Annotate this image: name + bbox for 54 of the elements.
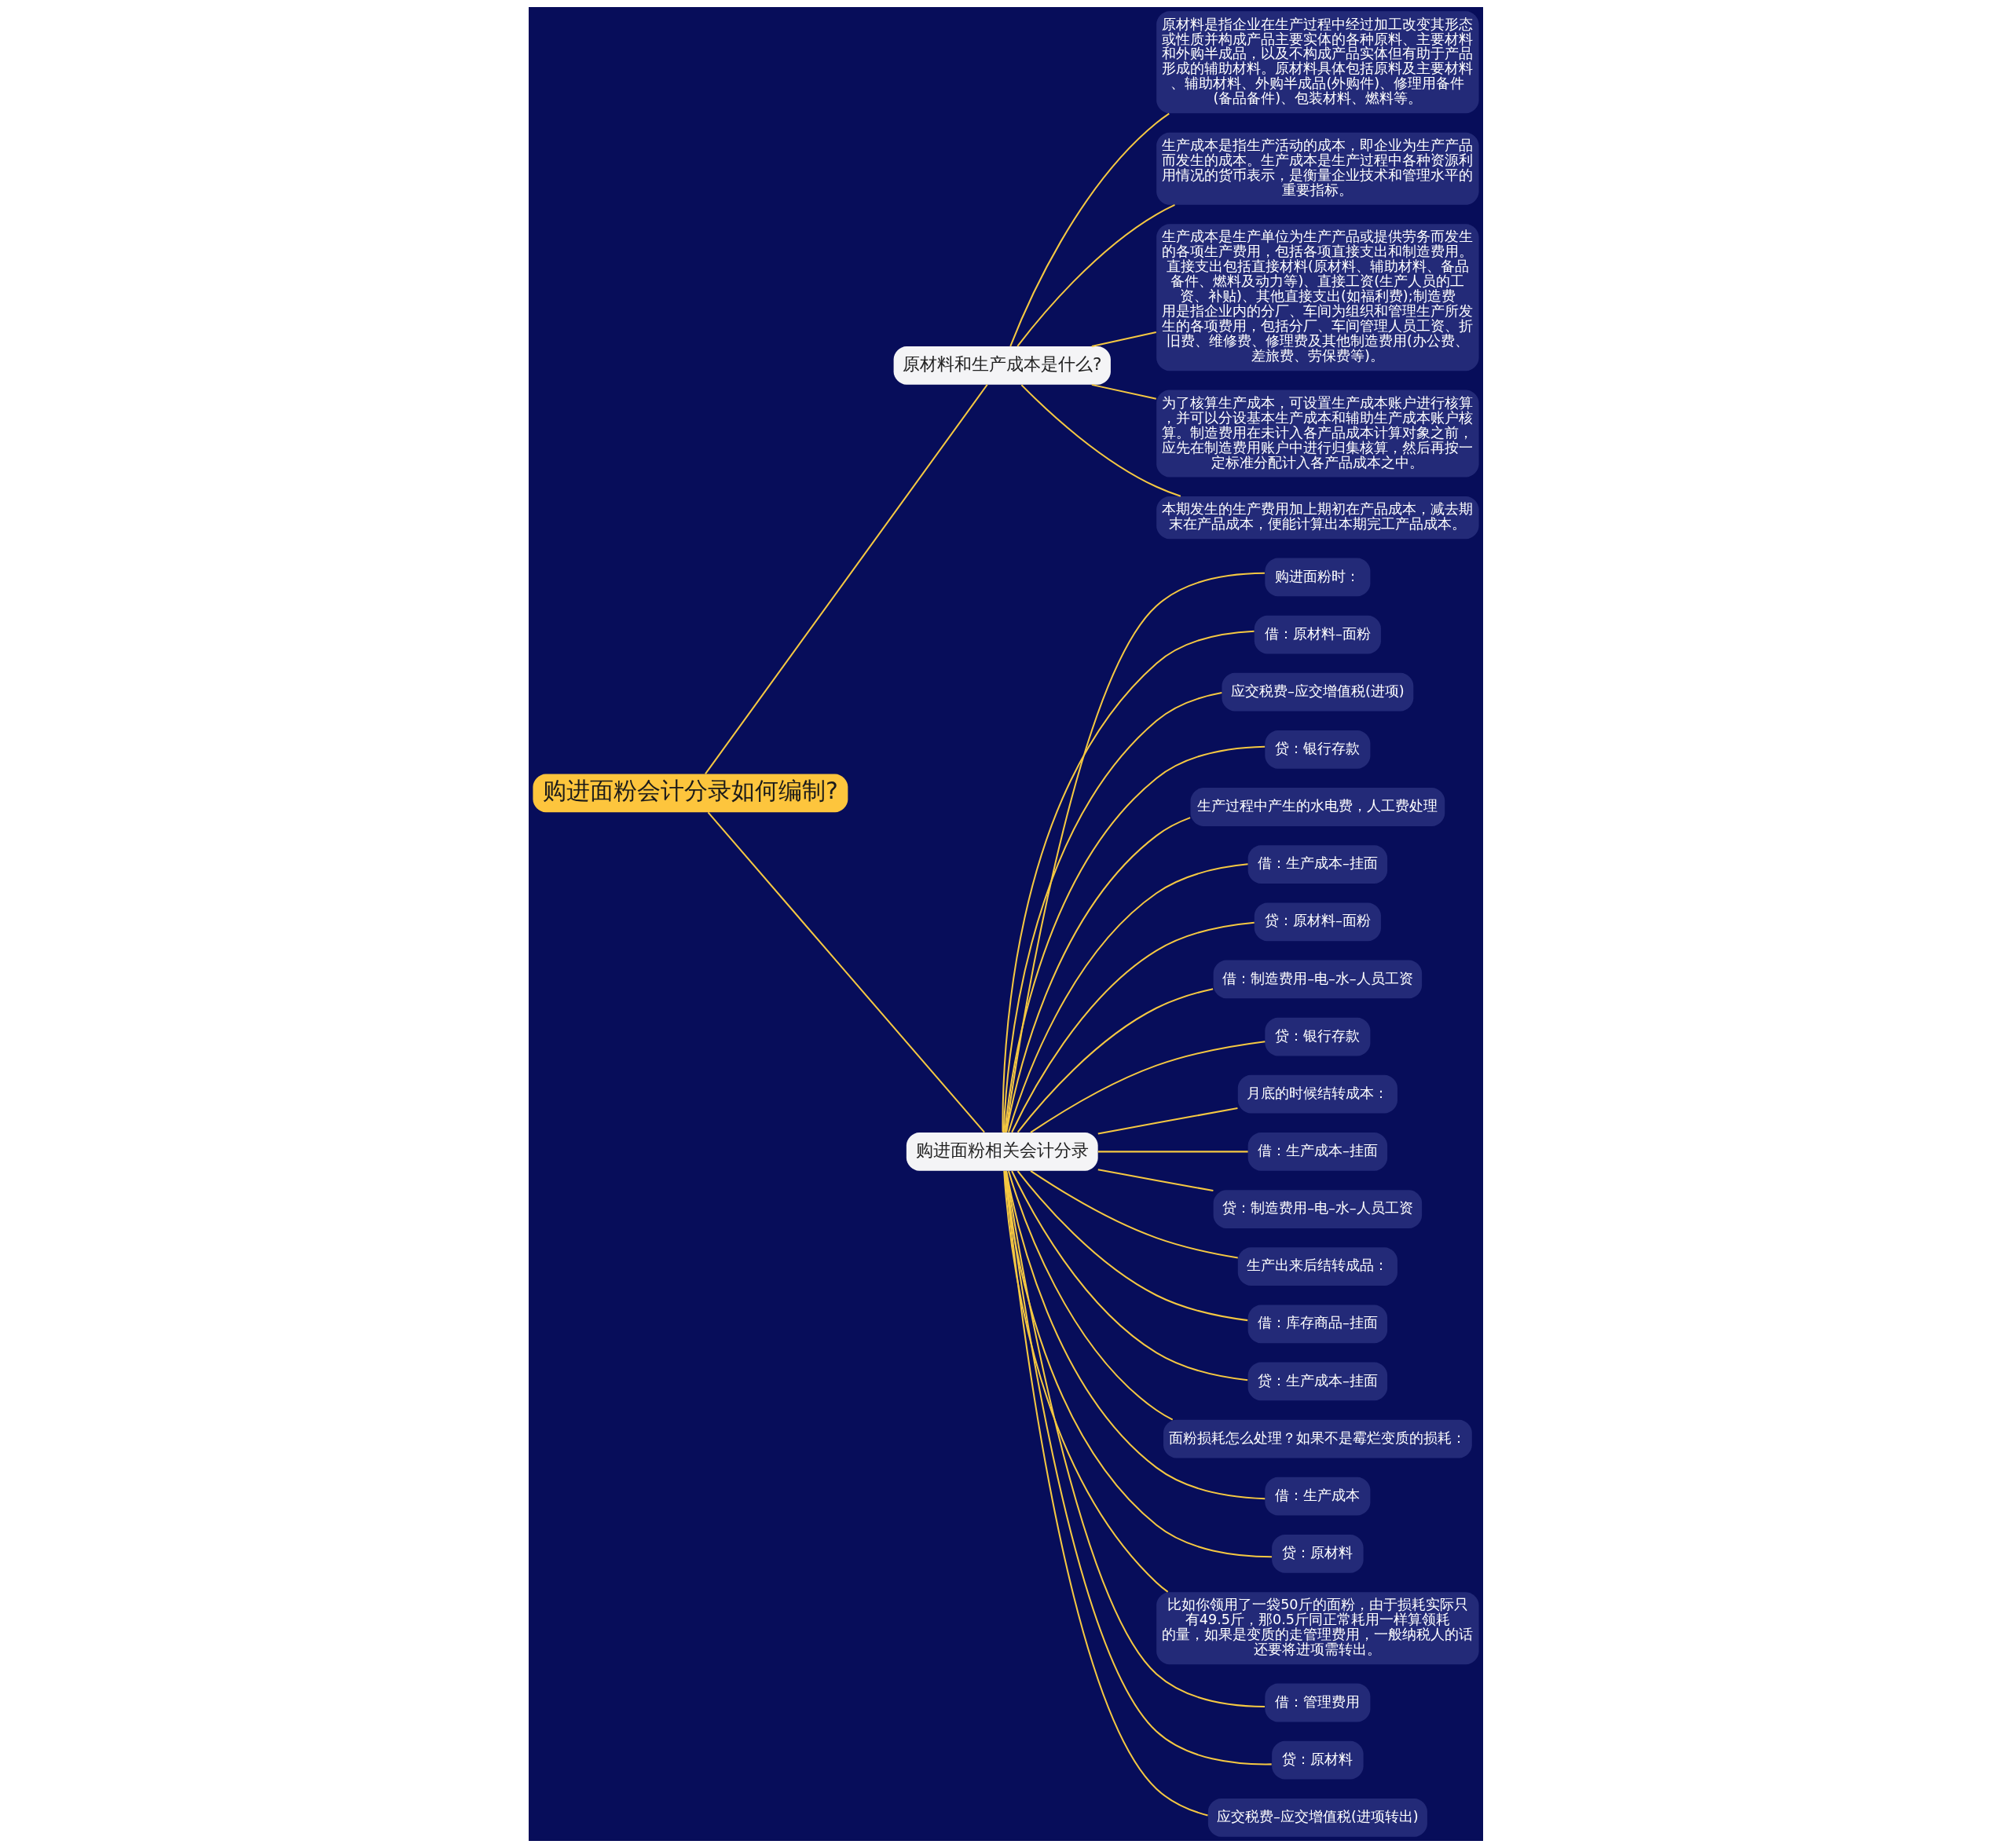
node-box: 应交税费–应交增值税(进项转出)	[1207, 1798, 1427, 1837]
node-box: 面粉损耗怎么处理？如果不是霉烂变质的损耗：	[1163, 1419, 1472, 1458]
connector	[1005, 817, 1190, 1133]
node-box: 贷：原材料	[1271, 1535, 1364, 1573]
node-box: 购进面粉相关会计分录	[906, 1133, 1098, 1171]
connector	[1091, 383, 1156, 400]
node-box: 贷：原材料	[1271, 1740, 1364, 1780]
node-box: 生产成本是指生产活动的成本，即企业为生产产品而发生的成本。生产成本是生产过程中各种资源利用情况的货币表示，是衡量企业技术和管理水平的重要指标。	[1156, 132, 1479, 205]
connector	[1007, 1170, 1173, 1421]
connector	[1007, 863, 1248, 1133]
connector	[1010, 1170, 1247, 1381]
connector	[1002, 692, 1222, 1133]
node-box: 借：制造费用–电–水–人员工资	[1213, 960, 1422, 999]
node-box: 借：生产成本–挂面	[1247, 845, 1387, 884]
connector	[1097, 1169, 1214, 1192]
node-box: 比如你领用了一袋50斤的面粉，由于损耗实际只有49.5斤，那0.5斤同正常耗用一样算领耗的量，如果是变质的走管理费用，一般纳税人的话还要将进项需转出。	[1156, 1592, 1479, 1665]
node-box: 借：生产成本–挂面	[1247, 1133, 1387, 1171]
node-box: 原材料和生产成本是什么?	[893, 346, 1111, 385]
connector	[1003, 1170, 1208, 1817]
node-box: 贷：银行存款	[1264, 1017, 1370, 1056]
connector	[1005, 1170, 1265, 1500]
node-box: 应交税费–应交增值税(进项)	[1221, 672, 1413, 712]
node-box: 本期发生的生产费用加上期初在产品成本，减去期末在产品成本，便能计算出本期完工产品成本。	[1156, 496, 1479, 540]
node-box: 借：管理费用	[1264, 1683, 1370, 1722]
node-box: 为了核算生产成本，可设置生产成本账户进行核算，并可以分设基本生产成本和辅助生产成本账户核算。制造费用在未计入各产品成本计算对象之前，应先在制造费用账户中进行归集核算，然后再按一定标准分配计入各产品成本之中。	[1156, 390, 1479, 478]
node-box: 借：原材料–面粉	[1254, 615, 1381, 654]
connector	[1097, 1151, 1248, 1153]
connector	[1010, 921, 1255, 1133]
node-box: 原材料是指企业在生产过程中经过加工改变其形态或性质并构成产品主要实体的各种原料、主要材料和外购半成品，以及不构成产品实体但有助于产品形成的辅助材料。原材料具体包括原料及主要材料、辅助材料、外购半成品(外购件)、修理用备件(备品备件)、包装材料、燃料等。	[1156, 11, 1479, 114]
node-box: 贷：银行存款	[1264, 730, 1370, 769]
connector	[1016, 988, 1213, 1133]
node-box: 贷：制造费用–电–水–人员工资	[1213, 1190, 1422, 1228]
node-box: 购进面粉时：	[1264, 558, 1370, 597]
node-box: 借：库存商品–挂面	[1247, 1305, 1387, 1344]
node-box: 月底的时候结转成本：	[1237, 1074, 1397, 1114]
connector	[1009, 112, 1170, 347]
connector	[1029, 1041, 1265, 1133]
connector	[1016, 1170, 1247, 1322]
connector	[1020, 384, 1181, 497]
connector	[704, 384, 988, 775]
connector	[1029, 1169, 1238, 1259]
connector	[1016, 203, 1175, 347]
node-box: 贷：原材料–面粉	[1254, 902, 1381, 942]
node-box: 贷：生产成本–挂面	[1247, 1362, 1387, 1401]
connector	[707, 811, 985, 1133]
node-box: 生产出来后结转成品：	[1237, 1247, 1397, 1286]
connector	[1091, 331, 1156, 347]
node-box: 生产过程中产生的水电费，人工费处理	[1190, 788, 1445, 826]
node-box: 借：生产成本	[1264, 1477, 1370, 1516]
node-box: 生产成本是生产单位为生产产品或提供劳务而发生的各项生产费用，包括各项直接支出和制造费用。直接支出包括直接材料(原材料、辅助材料、备品备件、燃料及动力等)、直接工资(生产人员的工资、补贴)、其他直接支出(如福利费);制造费用是指企业内的分厂、车间为组织和管理生产所发生的各项费用，包括分厂、车间管理人员工资、折旧费、维修费、修理费及其他制造费用(办公费、差旅费、劳保费等)。	[1156, 224, 1479, 371]
connector	[1002, 1170, 1168, 1593]
node-box: 购进面粉会计分录如何编制?	[532, 774, 848, 813]
connector	[1003, 745, 1265, 1133]
connector	[1097, 1107, 1238, 1135]
